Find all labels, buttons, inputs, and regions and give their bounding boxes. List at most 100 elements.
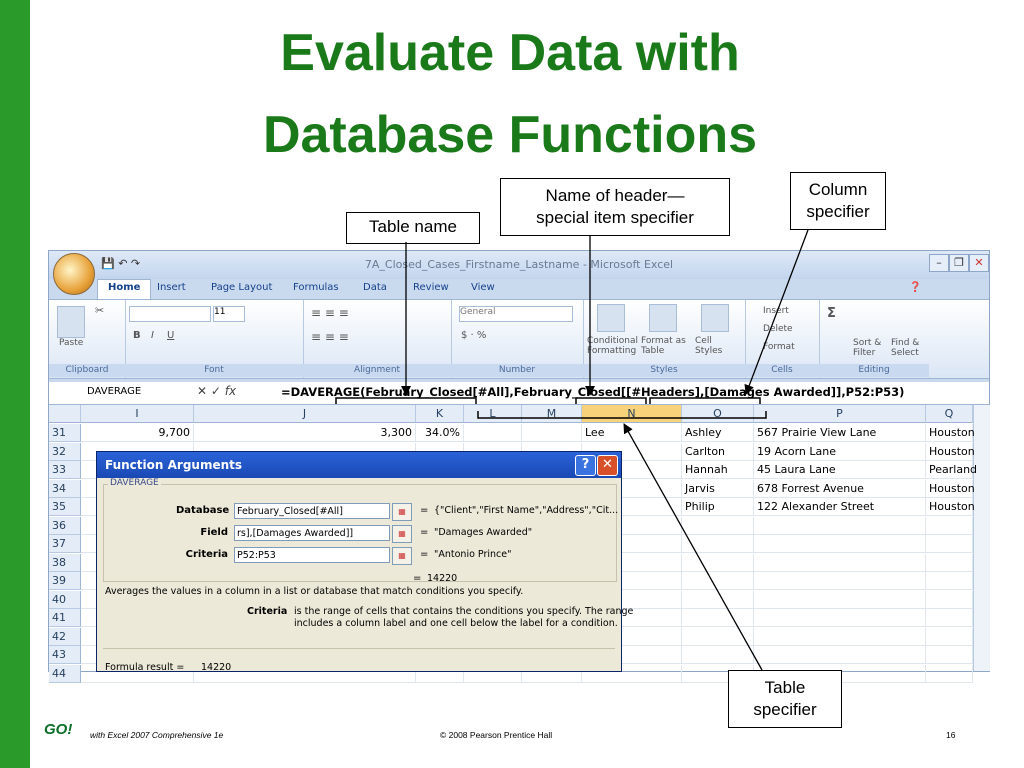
table-cell[interactable] — [582, 590, 682, 609]
table-cell[interactable]: Pearland — [926, 461, 977, 479]
table-cell[interactable] — [582, 461, 682, 479]
row-header[interactable]: 33 — [49, 461, 81, 479]
table-cell[interactable] — [582, 535, 682, 553]
row-header[interactable]: 43 — [49, 646, 81, 664]
bold-icon[interactable]: B — [133, 330, 141, 341]
table-cell[interactable] — [682, 590, 754, 609]
table-cell[interactable] — [582, 627, 682, 646]
table-cell[interactable]: 45 Laura Lane — [754, 461, 926, 479]
dialog-close-button[interactable]: ✕ — [597, 455, 618, 476]
range-picker-icon[interactable]: ▦ — [392, 525, 412, 543]
conditional-formatting-icon[interactable] — [597, 304, 625, 332]
row-header[interactable]: 44 — [49, 664, 81, 683]
select-all-corner[interactable] — [49, 405, 81, 423]
help-icon[interactable]: ❓ — [909, 282, 922, 293]
vertical-scrollbar[interactable] — [973, 405, 990, 671]
tab-formulas[interactable]: Formulas — [293, 282, 339, 293]
table-cell[interactable]: Houston — [926, 424, 975, 442]
table-cell[interactable]: 678 Forrest Avenue — [754, 479, 926, 498]
table-cell[interactable] — [582, 646, 682, 664]
table-cell[interactable] — [582, 572, 682, 590]
table-cell[interactable] — [682, 516, 754, 535]
table-cell[interactable] — [754, 572, 926, 590]
tab-insert[interactable]: Insert — [157, 282, 186, 293]
row-header[interactable]: 32 — [49, 442, 81, 461]
tab-home[interactable]: Home — [97, 279, 152, 302]
table-cell[interactable] — [926, 627, 973, 646]
table-cell[interactable] — [754, 627, 926, 646]
row-header[interactable]: 35 — [49, 498, 81, 516]
table-cell[interactable]: 567 Prairie View Lane — [754, 424, 926, 442]
table-cell[interactable]: Ashley — [682, 424, 754, 442]
range-picker-icon[interactable]: ▦ — [392, 547, 412, 565]
table-cell[interactable] — [926, 609, 973, 627]
table-cell[interactable] — [582, 553, 682, 572]
justify-icons[interactable]: ≡ ≡ ≡ — [311, 330, 349, 344]
table-cell[interactable] — [682, 627, 754, 646]
table-cell[interactable]: Hannah — [682, 461, 754, 479]
table-cell[interactable]: 122 Alexander Street — [754, 498, 926, 516]
format-cells-button[interactable]: Format — [763, 342, 795, 352]
table-cell[interactable] — [754, 590, 926, 609]
table-cell[interactable]: Houston — [926, 442, 975, 461]
column-header-i[interactable]: I — [81, 405, 194, 423]
row-header[interactable]: 39 — [49, 572, 81, 590]
cell-styles-icon[interactable] — [701, 304, 729, 332]
table-cell[interactable] — [926, 664, 973, 683]
insert-cells-button[interactable]: Insert — [763, 306, 789, 316]
table-cell[interactable]: Philip — [682, 498, 754, 516]
table-cell[interactable] — [926, 553, 973, 572]
table-cell[interactable]: Lee — [582, 424, 682, 442]
tab-page-layout[interactable]: Page Layout — [211, 282, 273, 293]
currency-icon[interactable]: $ · % — [461, 330, 487, 341]
table-cell[interactable] — [582, 664, 682, 683]
table-cell[interactable] — [682, 553, 754, 572]
table-cell[interactable] — [464, 424, 522, 442]
italic-icon[interactable]: I — [151, 330, 154, 341]
row-header[interactable]: 34 — [49, 479, 81, 498]
column-header-k[interactable]: K — [416, 405, 464, 423]
redo-icon[interactable]: ↷ — [130, 257, 141, 270]
table-cell[interactable] — [194, 664, 416, 683]
table-cell[interactable] — [926, 646, 973, 664]
table-cell[interactable] — [754, 646, 926, 664]
column-header-j[interactable]: J — [194, 405, 416, 423]
tab-review[interactable]: Review — [413, 282, 449, 293]
table-cell[interactable] — [926, 590, 973, 609]
table-cell[interactable] — [582, 498, 682, 516]
name-box[interactable]: DAVERAGE — [87, 386, 142, 397]
autosum-icon[interactable]: Σ — [827, 306, 836, 321]
underline-icon[interactable]: U — [167, 330, 175, 341]
table-cell[interactable] — [682, 609, 754, 627]
quick-access-toolbar[interactable]: 💾 ↶ ↷ — [101, 257, 140, 270]
table-cell[interactable]: Carlton — [682, 442, 754, 461]
table-cell[interactable] — [926, 572, 973, 590]
table-cell[interactable]: 34.0% — [416, 424, 464, 442]
arg-input-database[interactable]: February_Closed[#All] — [234, 503, 390, 519]
column-header-p[interactable]: P — [754, 405, 926, 423]
minimize-button[interactable]: – — [929, 254, 949, 272]
row-header[interactable]: 36 — [49, 516, 81, 535]
table-cell[interactable] — [582, 479, 682, 498]
align-icons[interactable]: ≡ ≡ ≡ — [311, 306, 349, 320]
table-cell[interactable] — [682, 535, 754, 553]
table-cell[interactable]: Houston — [926, 479, 975, 498]
table-cell[interactable] — [926, 535, 973, 553]
paste-icon[interactable] — [57, 306, 85, 338]
tab-view[interactable]: View — [471, 282, 495, 293]
row-header[interactable]: 42 — [49, 627, 81, 646]
table-cell[interactable]: Jarvis — [682, 479, 754, 498]
table-cell[interactable]: 3,300 — [194, 424, 416, 442]
table-cell[interactable] — [81, 664, 194, 683]
dialog-help-button[interactable]: ? — [575, 455, 596, 476]
table-cell[interactable] — [464, 664, 522, 683]
range-picker-icon[interactable]: ▦ — [392, 503, 412, 521]
table-cell[interactable] — [582, 609, 682, 627]
undo-icon[interactable]: ↶ — [118, 257, 128, 270]
table-cell[interactable]: 9,700 — [81, 424, 194, 442]
sort-filter-button[interactable]: Sort & Filter — [853, 338, 882, 358]
column-header-q[interactable]: Q — [926, 405, 973, 423]
table-cell[interactable] — [522, 424, 582, 442]
table-cell[interactable] — [416, 664, 464, 683]
office-button[interactable] — [53, 253, 95, 295]
